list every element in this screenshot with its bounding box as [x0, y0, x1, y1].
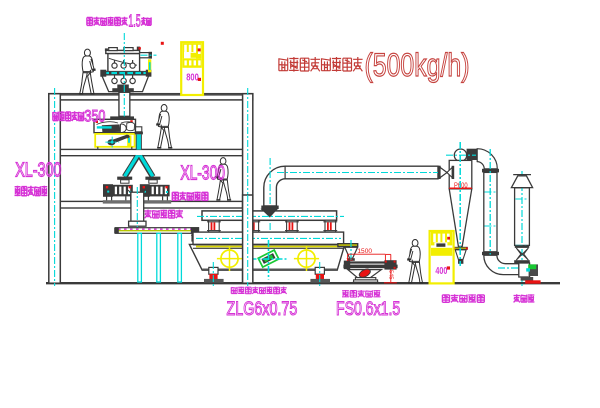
svg-text:150: 150 [346, 257, 353, 262]
svg-text:400: 400 [435, 266, 447, 277]
svg-text:ZLG6x0.75: ZLG6x0.75 [227, 298, 298, 320]
svg-text:(500kg/h): (500kg/h) [365, 47, 470, 83]
svg-text:XL-300: XL-300 [15, 158, 61, 181]
svg-text:350: 350 [84, 107, 105, 126]
svg-text:XL-300: XL-300 [180, 162, 225, 185]
svg-text:545: 545 [388, 270, 394, 279]
svg-text:1.5: 1.5 [128, 11, 140, 31]
svg-text:800: 800 [186, 71, 199, 83]
svg-text:1500: 1500 [357, 248, 372, 255]
svg-text:FS0.6x1.5: FS0.6x1.5 [336, 298, 400, 320]
